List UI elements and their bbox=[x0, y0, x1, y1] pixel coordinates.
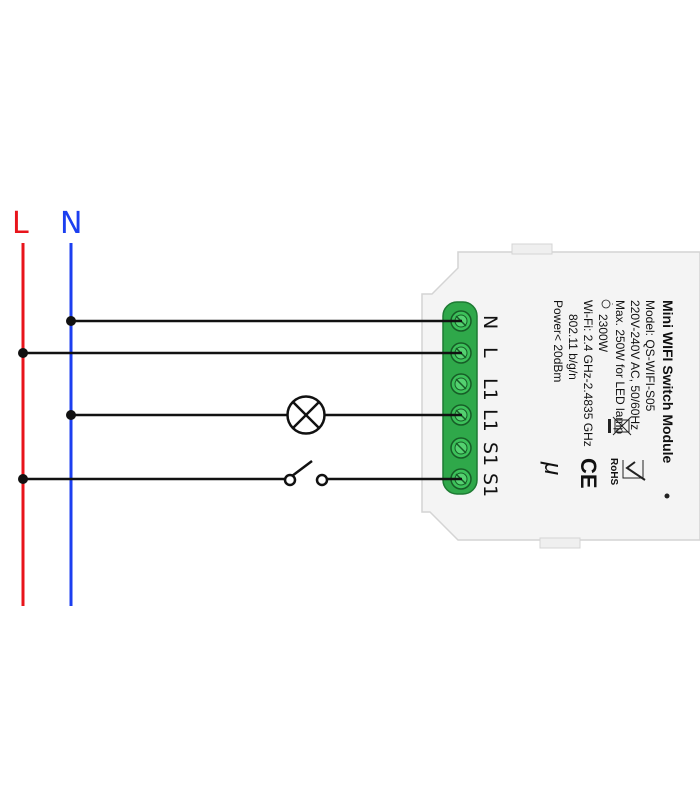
switch-icon bbox=[283, 460, 329, 487]
junction-dot bbox=[18, 348, 28, 358]
rohs-label: RoHS bbox=[608, 458, 619, 486]
mu-mark: μ bbox=[539, 461, 566, 475]
module-title: Mini WIFI Switch Module bbox=[660, 300, 676, 464]
junction-dot bbox=[66, 410, 76, 420]
bulb-icon bbox=[601, 299, 613, 309]
lamp-icon bbox=[286, 395, 326, 435]
module-wifi-std: 802.11 b/g/n bbox=[566, 314, 580, 380]
module-voltage: 220V-240V AC, 50/60Hz bbox=[628, 300, 642, 430]
module-ear-bottom bbox=[539, 537, 581, 549]
line-rail-label: L bbox=[12, 206, 29, 241]
terminal-screw bbox=[450, 437, 472, 459]
module-ear-top bbox=[511, 243, 553, 255]
module-power: Power< 20dBm bbox=[551, 300, 565, 382]
junction-dot bbox=[66, 316, 76, 326]
module-housing bbox=[421, 251, 700, 541]
weee-icon bbox=[608, 416, 632, 436]
terminal-label: L1 bbox=[479, 409, 501, 432]
rohs-icon bbox=[622, 460, 646, 481]
module-max-other: 2300W bbox=[596, 314, 610, 353]
junction-dot bbox=[18, 474, 28, 484]
terminal-label: N bbox=[479, 315, 501, 329]
terminal-label: L bbox=[479, 347, 501, 358]
module-model: Model: QS-WIFI-S05 bbox=[643, 300, 657, 412]
module-wifi: Wi-Fi: 2.4 GHz-2.4835 GHz bbox=[581, 300, 595, 447]
ce-mark: CE bbox=[576, 458, 601, 489]
terminal-label: L1 bbox=[479, 378, 501, 401]
module-max-led: Max. 250W for LED lamp bbox=[613, 300, 627, 434]
terminal-screw bbox=[450, 373, 472, 395]
neutral-rail-label: N bbox=[60, 206, 82, 241]
terminal-label: S1 bbox=[479, 473, 501, 497]
terminal-label: S1 bbox=[479, 442, 501, 466]
switch-module: Mini WIFI Switch Module Model: QS-WIFI-S… bbox=[421, 243, 700, 549]
status-dot bbox=[664, 493, 670, 499]
